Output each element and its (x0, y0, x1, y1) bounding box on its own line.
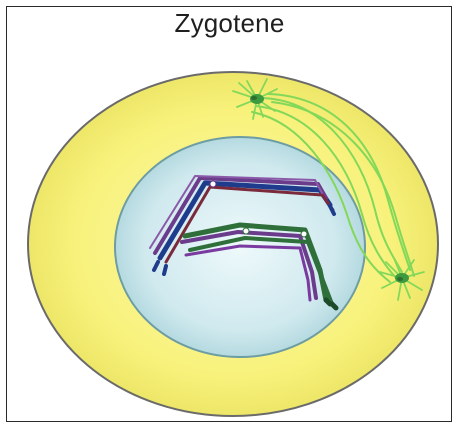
diagram-title: Zygotene (0, 8, 459, 39)
